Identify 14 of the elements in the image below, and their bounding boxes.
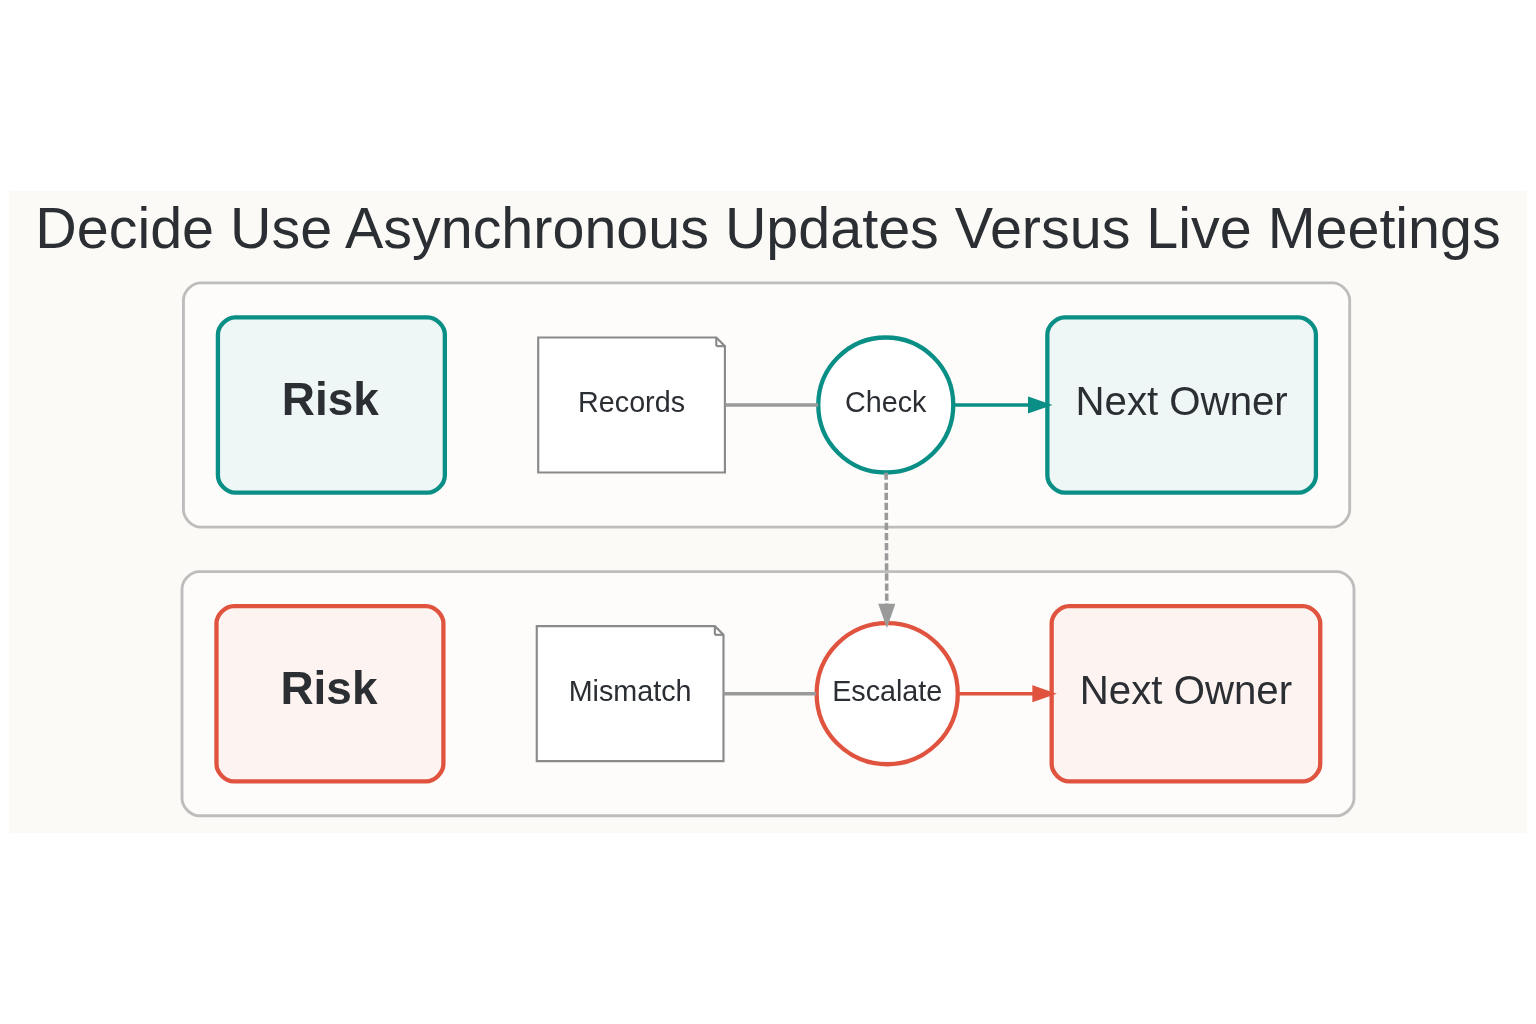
connector bbox=[723, 691, 817, 696]
diagram-title: Decide Use Asynchronous Updates Versus Live Meetings bbox=[35, 196, 1501, 261]
node-circle: Check bbox=[816, 335, 956, 475]
cluster bbox=[180, 570, 1356, 818]
arrow bbox=[878, 472, 896, 629]
arrow bbox=[953, 396, 1053, 414]
node-box: Risk bbox=[214, 603, 446, 784]
cluster bbox=[182, 281, 1352, 529]
arrow bbox=[957, 685, 1057, 703]
node-box: Next Owner bbox=[1045, 315, 1319, 495]
node-circle: Escalate bbox=[814, 620, 960, 767]
node-box: Next Owner bbox=[1049, 603, 1323, 784]
node-box: Risk bbox=[215, 315, 447, 495]
connector bbox=[725, 403, 819, 407]
